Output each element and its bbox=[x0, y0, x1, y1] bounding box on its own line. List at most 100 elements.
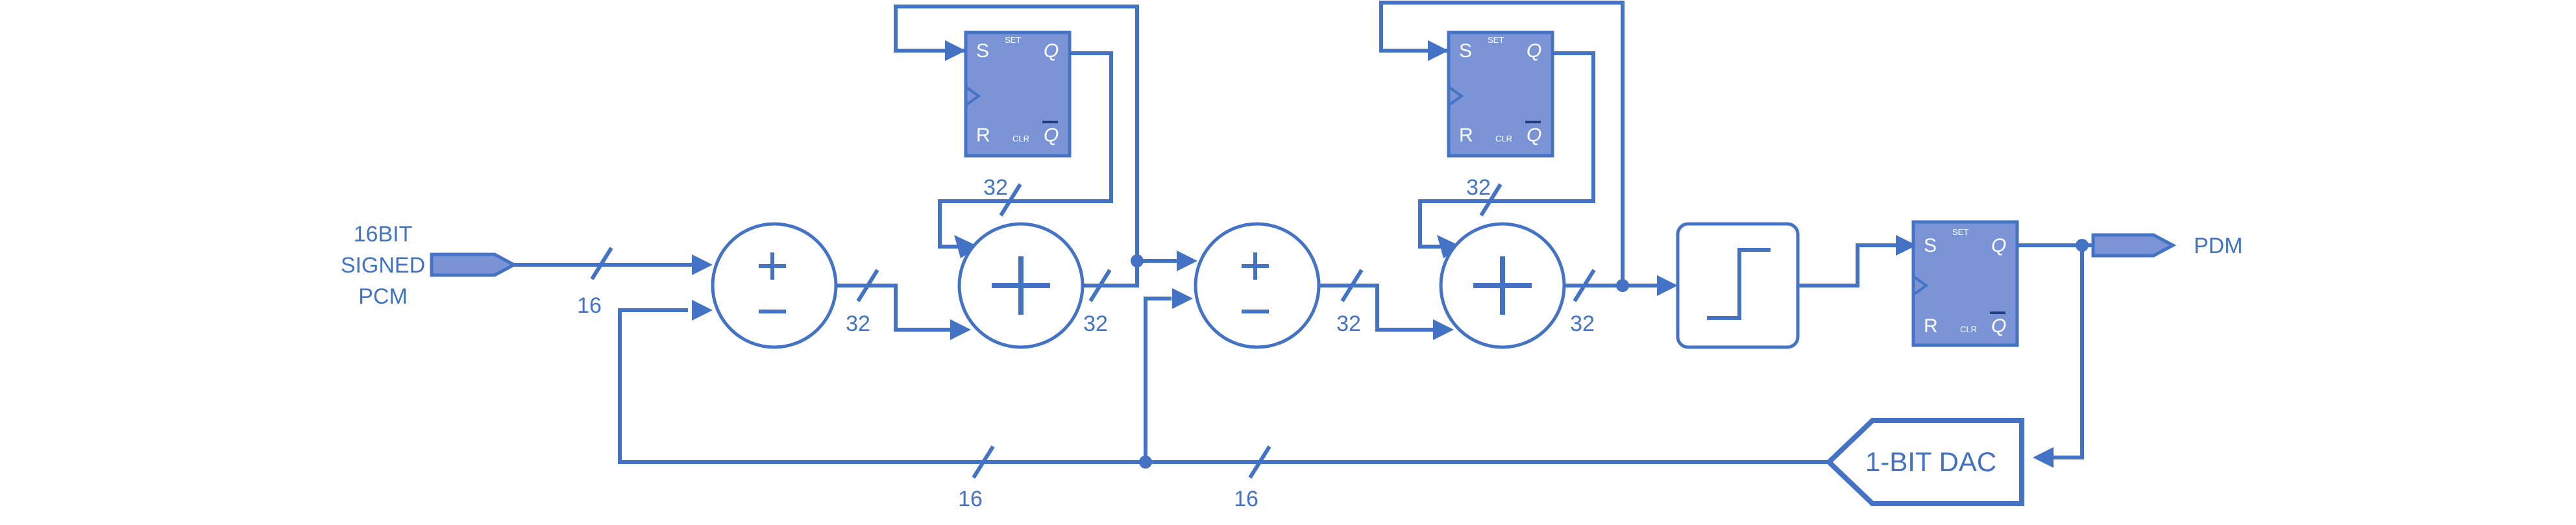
bus-slash-sub2 bbox=[1340, 269, 1364, 302]
register-2-r: R bbox=[1459, 125, 1473, 146]
arrowheads bbox=[692, 40, 2054, 468]
register-1-clr: CLR bbox=[1012, 134, 1029, 143]
output-flipflop-clr: CLR bbox=[1960, 324, 1977, 334]
output-flipflop-r: R bbox=[1924, 315, 1938, 337]
dac-body bbox=[1825, 418, 2024, 506]
register-2-clr: CLR bbox=[1495, 134, 1512, 143]
bus-slash-input bbox=[590, 247, 613, 280]
register-1-q: Q bbox=[1044, 40, 1059, 62]
comparator bbox=[1676, 222, 1800, 349]
arrow-ff3-s bbox=[1896, 235, 1917, 256]
arrow-acc1-in bbox=[950, 319, 971, 340]
register-1-qbar: Q bbox=[1044, 125, 1059, 146]
arrow-sub1-plus bbox=[692, 254, 713, 275]
bus-slash-reg2 bbox=[1479, 183, 1503, 217]
subtractor-1-body bbox=[711, 222, 838, 349]
register-2: S R Q Q SET CLR bbox=[1447, 31, 1554, 158]
bus-slash-reg1 bbox=[999, 183, 1022, 217]
bus-width-reg2-fb: 32 bbox=[1466, 175, 1491, 200]
junction-feedback bbox=[1139, 456, 1152, 469]
arrow-acc1-fb bbox=[954, 235, 979, 258]
dac: 1-BIT DAC bbox=[1825, 418, 2024, 506]
output-flipflop-s: S bbox=[1924, 235, 1937, 256]
wire-sub2-acc2 bbox=[1319, 284, 1449, 332]
register-1-clock-marker bbox=[964, 86, 981, 106]
wire-reg1-s-loop bbox=[894, 5, 1139, 261]
bus-slash-fb-right bbox=[1248, 445, 1271, 479]
wire-reg2-s-loop bbox=[1379, 1, 1625, 286]
register-2-clock-marker bbox=[1447, 86, 1464, 106]
register-1-body bbox=[964, 31, 1072, 158]
bus-width-acc2-out: 32 bbox=[1570, 311, 1595, 336]
output-flipflop: S R Q Q SET CLR bbox=[1911, 220, 2019, 347]
output-flipflop-qbar: Q bbox=[1991, 315, 2006, 337]
adder-1-plus-sign bbox=[992, 256, 1050, 315]
wire-reg1-q-fb bbox=[938, 51, 1113, 249]
adder-1 bbox=[957, 222, 1085, 349]
bus-width-acc1-out: 32 bbox=[1083, 311, 1108, 336]
junction-acc1-out bbox=[1131, 254, 1144, 267]
arrow-cmp-in bbox=[1657, 275, 1678, 296]
wire-fb-sub2 bbox=[1144, 297, 1171, 462]
bus-width-fb-left: 16 bbox=[958, 487, 983, 511]
output-flipflop-q: Q bbox=[1991, 235, 2006, 256]
junction-acc2-out bbox=[1616, 279, 1629, 292]
junctions bbox=[1131, 239, 2089, 469]
arrow-acc2-in bbox=[1433, 319, 1454, 340]
register-1-set: SET bbox=[1005, 35, 1021, 45]
output-flipflop-clock-marker bbox=[1912, 275, 1929, 296]
bus-width-sub2-out: 32 bbox=[1336, 311, 1361, 336]
register-2-qbar: Q bbox=[1527, 125, 1541, 146]
subtractor-2 bbox=[1194, 222, 1321, 349]
bus-width-input: 16 bbox=[577, 293, 602, 318]
arrow-reg2-s bbox=[1428, 40, 1449, 61]
input-port-connector bbox=[430, 252, 518, 277]
junction-pdm bbox=[2076, 239, 2089, 252]
bus-width-labels: 16 32 32 32 32 32 32 16 16 bbox=[577, 175, 1595, 511]
input-label-line3: PCM bbox=[358, 284, 408, 309]
arrow-acc2-fb bbox=[1437, 235, 1462, 258]
wire-acc1-out bbox=[1076, 261, 1139, 287]
register-2-q: Q bbox=[1527, 40, 1541, 62]
register-1-s: S bbox=[976, 40, 989, 62]
bus-slash-acc2 bbox=[1573, 269, 1596, 302]
wire-reg2-q-fb bbox=[1418, 51, 1595, 249]
input-label-line1: 16BIT bbox=[354, 222, 413, 247]
adder-2 bbox=[1439, 222, 1566, 349]
output-flipflop-body bbox=[1911, 220, 2019, 347]
bus-width-fb-right: 16 bbox=[1234, 487, 1258, 511]
register-2-body bbox=[1447, 31, 1554, 158]
arrow-sub1-minus bbox=[692, 300, 713, 321]
bus-slash-sub1 bbox=[856, 269, 879, 302]
register-2-s: S bbox=[1459, 40, 1472, 62]
output-port-connector bbox=[2091, 233, 2177, 258]
bus-slashes bbox=[590, 183, 1596, 479]
bus-width-reg1-fb: 32 bbox=[983, 175, 1008, 200]
bus-slash-fb-left bbox=[972, 445, 995, 479]
arrow-dac-in bbox=[2033, 447, 2054, 468]
subtractor-2-plus-sign bbox=[1242, 252, 1269, 280]
output-flipflop-set: SET bbox=[1952, 227, 1969, 237]
arrow-sub2-minus bbox=[1172, 288, 1193, 309]
subtractor-2-body bbox=[1194, 222, 1321, 349]
wire-dac-feedback bbox=[618, 308, 1829, 464]
bus-width-sub1-out: 32 bbox=[846, 311, 870, 336]
comparator-step-icon bbox=[1707, 248, 1771, 320]
wire-cmp-ff3 bbox=[1798, 243, 1911, 287]
adder-2-plus-sign bbox=[1473, 256, 1532, 315]
register-1-r: R bbox=[976, 125, 990, 146]
arrow-reg1-s bbox=[945, 40, 966, 61]
subtractor-1 bbox=[711, 222, 838, 349]
arrow-sub2-plus bbox=[1177, 250, 1197, 271]
input-port: 16BIT SIGNED PCM bbox=[341, 222, 518, 309]
wires bbox=[514, 1, 2093, 464]
input-label-line2: SIGNED bbox=[341, 253, 425, 278]
output-label: PDM bbox=[2194, 234, 2243, 258]
dac-label: 1-BIT DAC bbox=[1865, 446, 1996, 477]
output-port: PDM bbox=[2091, 233, 2243, 258]
wire-node3-dac bbox=[2038, 245, 2084, 459]
subtractor-1-plus-sign bbox=[759, 252, 786, 280]
bus-slash-acc1 bbox=[1088, 269, 1112, 302]
register-1: S R Q Q SET CLR bbox=[964, 31, 1072, 158]
